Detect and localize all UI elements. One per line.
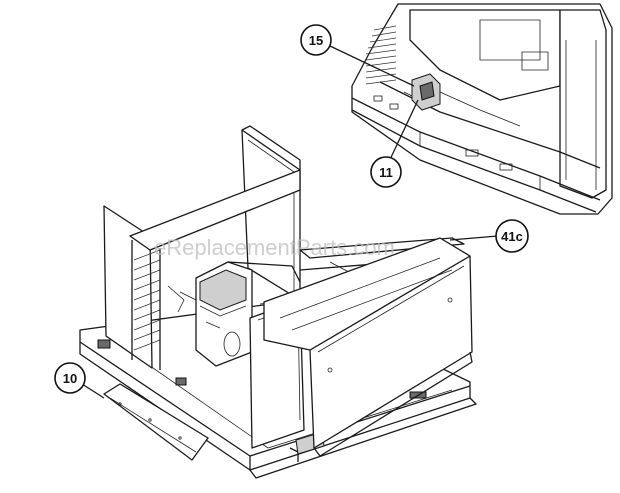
blower-assembly	[167, 261, 301, 367]
callout-15: 15	[300, 24, 332, 56]
callout-10-label: 10	[63, 371, 77, 386]
inset-detail-view	[351, 3, 613, 215]
part-10-panel	[103, 383, 209, 461]
callout-15-label: 15	[309, 33, 323, 48]
inset-coil-fins	[365, 25, 397, 85]
watermark-text: eReplacementParts.com	[154, 235, 395, 260]
callout-10: 10	[54, 362, 86, 394]
callout-11: 11	[370, 156, 402, 188]
condenser-coil-fins	[133, 249, 161, 351]
leader-lines	[81, 45, 499, 399]
main-unit-assembly	[79, 125, 477, 479]
callout-41c-label: 41c	[501, 229, 523, 244]
callout-41c: 41c	[495, 219, 529, 253]
callout-11-label: 11	[379, 165, 393, 180]
